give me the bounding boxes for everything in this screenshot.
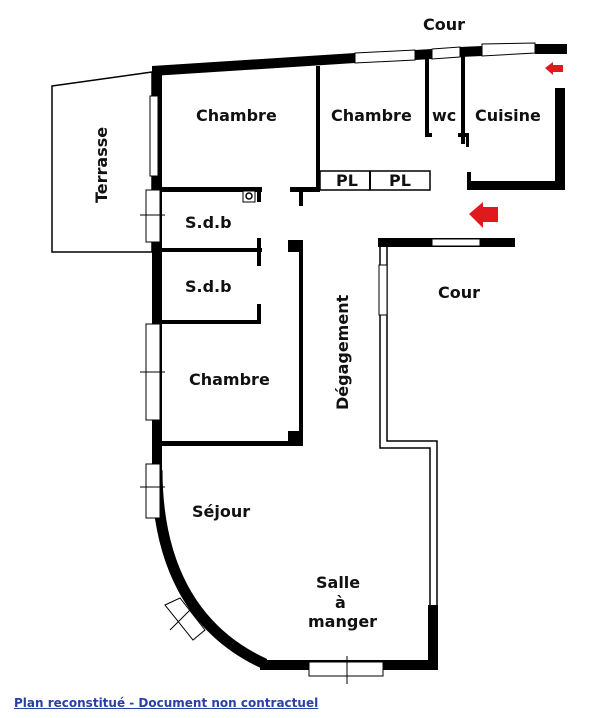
label-chambre: Chambre <box>189 370 270 389</box>
label-wc: wc <box>432 106 456 125</box>
wall-sdb <box>290 187 320 192</box>
window <box>145 189 161 243</box>
window <box>164 597 206 641</box>
wall <box>535 44 567 54</box>
label-placard: PL <box>336 171 358 190</box>
label-cour: Cour <box>423 15 465 34</box>
wall-sdb <box>162 187 262 192</box>
label-salle-a-manger: à <box>335 593 346 612</box>
wall <box>299 190 303 206</box>
window-mark <box>169 604 196 631</box>
wall-chambre <box>162 441 303 446</box>
label-salle-a-manger: Salle <box>316 573 360 592</box>
label-degagement: Dégagement <box>333 294 352 410</box>
wall-curve <box>151 469 268 670</box>
wall <box>415 49 432 60</box>
window <box>378 264 388 316</box>
label-sdb: S.d.b <box>185 277 232 296</box>
window <box>431 46 461 60</box>
wall-sdb <box>162 248 262 252</box>
wall-cuisine <box>467 172 471 190</box>
wall-corridor <box>299 240 303 446</box>
label-sdb: S.d.b <box>185 213 232 232</box>
window <box>431 238 481 247</box>
window <box>145 463 161 519</box>
placards <box>319 170 431 191</box>
window <box>149 95 159 177</box>
wall-wc <box>461 54 465 144</box>
window <box>481 42 536 57</box>
entry-arrow-icon <box>545 62 563 75</box>
wall-cuisine <box>555 88 565 190</box>
wall-thin-right <box>379 242 438 605</box>
label-salle-a-manger: manger <box>308 612 377 631</box>
sink <box>242 190 256 203</box>
sink-drain <box>245 192 253 200</box>
label-chambre: Chambre <box>331 106 412 125</box>
wall-cuisine <box>467 181 565 190</box>
wall <box>288 431 303 446</box>
label-cuisine: Cuisine <box>475 106 541 125</box>
wall-wc <box>466 133 469 147</box>
entry-arrow-icon <box>469 202 498 228</box>
label-terrasse: Terrasse <box>92 127 111 203</box>
label-sejour: Séjour <box>192 502 250 521</box>
wall-sdb <box>162 320 261 324</box>
wall <box>257 190 261 202</box>
wall-left <box>152 66 162 470</box>
wall-wc <box>425 54 429 136</box>
wall-interior <box>316 66 320 190</box>
wall-top <box>152 53 355 76</box>
label-chambre: Chambre <box>196 106 277 125</box>
window <box>354 49 416 64</box>
wall-wc <box>425 133 432 137</box>
wall <box>460 46 482 57</box>
wall-right <box>428 605 438 670</box>
wall <box>257 304 261 324</box>
wall-wc <box>458 133 468 137</box>
wall <box>257 238 261 266</box>
disclaimer-link[interactable]: Plan reconstitué - Document non contract… <box>14 696 319 710</box>
window <box>308 661 384 677</box>
label-cour: Cour <box>438 283 480 302</box>
label-placard: PL <box>389 171 411 190</box>
